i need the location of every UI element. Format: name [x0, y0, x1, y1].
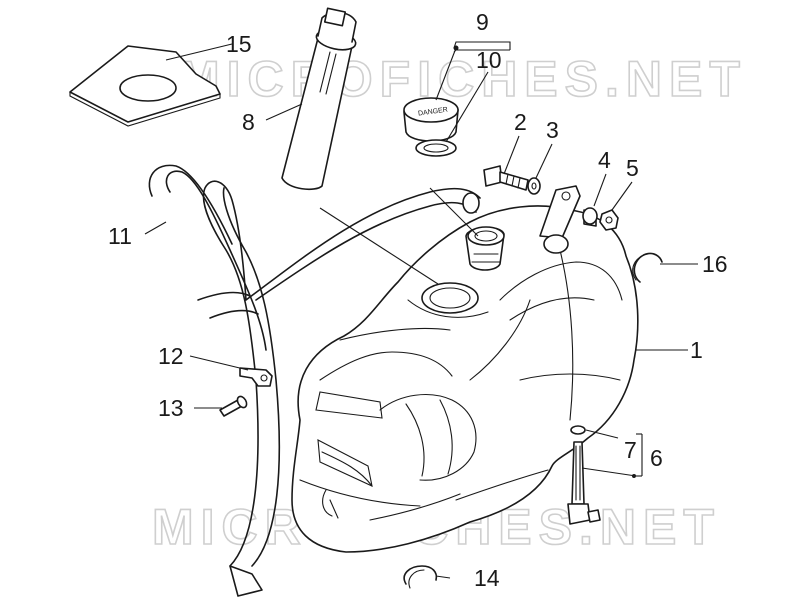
- fuel-cap-part-9: DANGER: [403, 97, 459, 142]
- callout-1: 1: [690, 337, 703, 363]
- callout-11: 11: [108, 223, 132, 249]
- washer-part-3: [527, 177, 541, 195]
- callout-7: 7: [624, 437, 637, 463]
- hose-clamp-part-14: [403, 565, 438, 589]
- callout-5: 5: [626, 155, 639, 181]
- callout-labels: 1 2 3 4 5 6 7 8 9 10 11 12 13 14 15 16: [108, 9, 728, 591]
- callout-4: 4: [598, 147, 611, 173]
- callout-16: 16: [702, 251, 728, 277]
- cap-gasket-part-10: [415, 139, 457, 157]
- foam-pad-part-15: [69, 45, 221, 127]
- callout-13: 13: [158, 395, 184, 421]
- callout-12: 12: [158, 343, 184, 369]
- watermark-top: MICROFICHES.NET: [178, 51, 747, 107]
- cap-marking: DANGER: [418, 107, 449, 118]
- fuel-tank-part-1: [291, 185, 639, 553]
- callout-2: 2: [514, 109, 527, 135]
- screw-part-13: [219, 395, 248, 417]
- vent-hose-part-11: [148, 164, 481, 597]
- callout-10: 10: [476, 47, 502, 73]
- leader-lines: [144, 41, 698, 579]
- fuel-sender-part-8: [281, 7, 357, 191]
- fuel-pickup-part-6: [567, 425, 601, 525]
- callout-15: 15: [226, 31, 252, 57]
- bolt-part-2: [483, 165, 529, 191]
- callout-9: 9: [476, 9, 489, 35]
- hose-clamp-part-16: [632, 252, 663, 283]
- hose-clip-part-12: [239, 367, 273, 387]
- callout-3: 3: [546, 117, 559, 143]
- spacer-part-4: [582, 207, 598, 227]
- callout-6: 6: [650, 445, 663, 471]
- callout-14: 14: [474, 565, 500, 591]
- callout-8: 8: [242, 109, 255, 135]
